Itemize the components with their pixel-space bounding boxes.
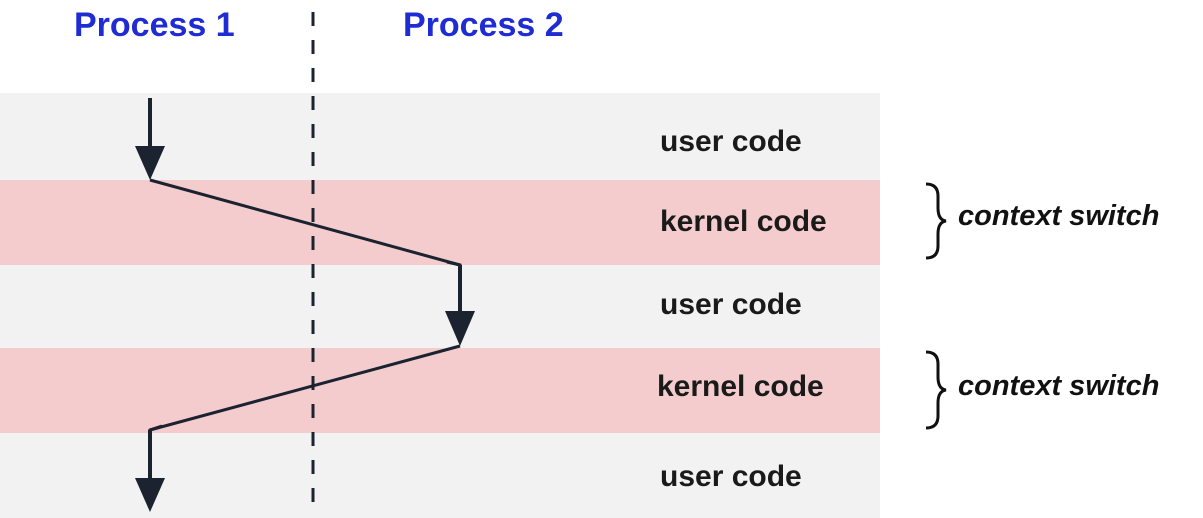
process-1-header: Process 1 <box>74 6 235 44</box>
context-switch-label: context switch <box>958 370 1160 402</box>
band-kernel-code <box>0 348 880 433</box>
context-switch-brace-icon <box>925 350 947 430</box>
band-label-kernel-code: kernel code <box>660 205 827 238</box>
process1-run-arrowhead <box>135 146 165 180</box>
switch-to-process1-line <box>149 344 461 432</box>
band-label-user-code: user code <box>660 460 802 493</box>
band-label-user-code: user code <box>660 125 802 158</box>
switch-to-process2-line <box>149 178 461 267</box>
band-label-kernel-code: kernel code <box>657 370 824 403</box>
context-switch-brace-icon <box>925 182 947 260</box>
band-user-code <box>0 265 880 348</box>
process2-run-arrowhead <box>445 311 475 346</box>
process-2-header: Process 2 <box>403 6 564 44</box>
band-kernel-code <box>0 180 880 265</box>
process1-resume-arrowhead <box>135 478 165 512</box>
band-label-user-code: user code <box>660 288 802 321</box>
context-switch-label: context switch <box>958 200 1160 232</box>
